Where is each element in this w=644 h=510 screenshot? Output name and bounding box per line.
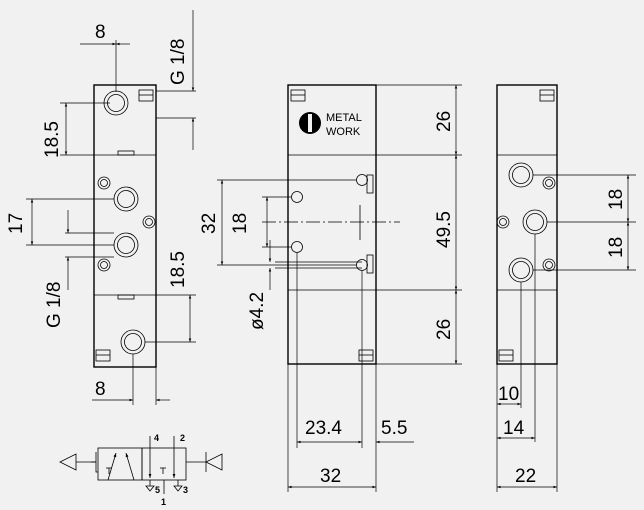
dim-center-width-offset: 23.4 xyxy=(305,418,342,439)
left-view-body xyxy=(93,84,157,368)
dim-center-edge-offset: 5.5 xyxy=(381,418,407,439)
center-view-body xyxy=(287,84,377,365)
right-port-top xyxy=(508,162,534,188)
port-bottom xyxy=(120,329,146,355)
port-upper xyxy=(113,186,139,212)
dim-center-hole-diameter: ø4.2 xyxy=(247,292,268,330)
dim-right-total-width: 22 xyxy=(515,466,536,487)
dim-left-top-thread: G 1/8 xyxy=(168,39,189,85)
dim-center-hole-pitch: 32 xyxy=(199,213,220,234)
center-view: METAL WORK 26 49.5 26 xyxy=(199,84,462,492)
dim-center-hole-offset: 18 xyxy=(230,213,251,234)
dim-center-total-width: 32 xyxy=(320,466,341,487)
right-port-bottom xyxy=(508,257,534,283)
symbol-port-5: 5 xyxy=(155,485,160,495)
valve-symbol: 4 2 5 1 3 xyxy=(59,433,223,507)
metal-work-logo: METAL WORK xyxy=(299,112,362,138)
dim-right-spacing-2: 18 xyxy=(606,237,627,258)
dim-left-bottom-width: 8 xyxy=(95,379,106,400)
symbol-port-4: 4 xyxy=(154,433,159,443)
symbol-port-2: 2 xyxy=(180,433,185,443)
dim-right-port-offset: 10 xyxy=(498,384,519,405)
svg-text:WORK: WORK xyxy=(326,126,361,138)
dim-right-spacing-1: 18 xyxy=(606,189,627,210)
dim-right-port-center: 14 xyxy=(503,418,525,439)
symbol-port-3: 3 xyxy=(183,485,188,495)
dim-center-middle: 49.5 xyxy=(434,211,455,248)
dim-center-bottom: 26 xyxy=(434,319,455,340)
dim-left-side-spacing: 17 xyxy=(6,213,27,234)
svg-text:METAL: METAL xyxy=(326,112,362,124)
right-view-body xyxy=(496,84,558,365)
dim-left-top-width: 8 xyxy=(95,22,106,43)
right-port-middle xyxy=(522,209,548,235)
dim-center-top: 26 xyxy=(434,111,455,132)
symbol-port-1: 1 xyxy=(161,497,166,507)
dim-left-mid-spacing: 18.5 xyxy=(168,251,189,288)
right-view: 18 18 10 14 22 xyxy=(496,84,636,492)
port-lower xyxy=(113,232,139,258)
dim-left-top-spacing: 18.5 xyxy=(42,121,63,158)
dim-left-side-thread: G 1/8 xyxy=(44,282,65,328)
left-view: 8 G 1/8 18.5 17 G 1/8 18.5 xyxy=(6,10,196,405)
